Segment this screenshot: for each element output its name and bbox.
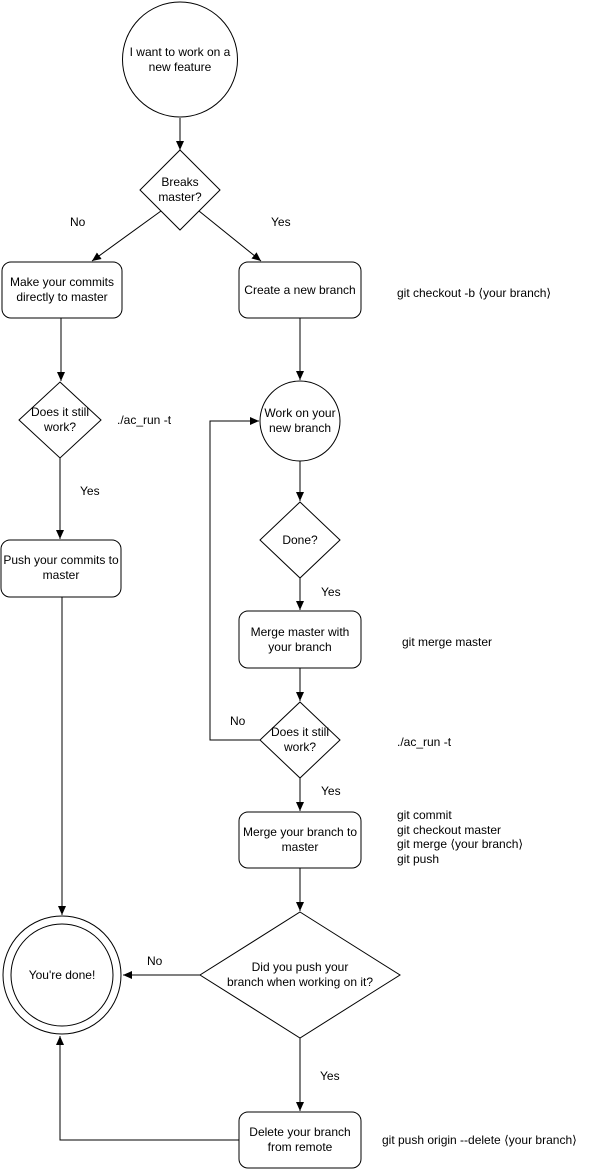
- edge-label-breaks-yes: Yes: [271, 215, 291, 229]
- edge-label-did-push-yes: Yes: [320, 1069, 340, 1083]
- delete-remote-branch-label: Delete your branch from remote: [249, 1125, 351, 1154]
- annotation-ac-run-mid: ./ac_run -t: [397, 735, 452, 749]
- decision-breaks-master-diamond: [140, 150, 220, 230]
- edge-breaks-yes-to-create: [199, 211, 261, 261]
- decision-did-you-push-label: Did you push your branch when working on…: [226, 960, 374, 989]
- merge-master-into-branch-label: Merge master with your branch: [250, 625, 350, 654]
- annotation-merge-to-master-cmds: git commit git checkout master git merge…: [397, 808, 524, 866]
- decision-done-label: Done?: [282, 532, 318, 547]
- edge-delete-loop-to-done: [56, 1036, 239, 1140]
- edge-label-still-work-left-yes: Yes: [80, 484, 100, 498]
- youre-done-label: You're done!: [28, 967, 96, 982]
- merge-branch-to-master-label: Merge your branch to master: [242, 825, 358, 854]
- edge-label-still-work-mid-yes: Yes: [321, 784, 341, 798]
- edge-label-did-push-no: No: [147, 954, 163, 968]
- work-on-branch-label: Work on your new branch: [264, 406, 336, 435]
- annotation-ac-run-left: ./ac_run -t: [117, 413, 172, 427]
- start-node-circle: [123, 2, 238, 117]
- start-node-label: I want to work on a new feature: [129, 45, 231, 74]
- decision-breaks-master-label: Breaks master?: [158, 175, 202, 204]
- edge-label-done-yes: Yes: [321, 585, 341, 599]
- create-branch-label: Create a new branch: [244, 282, 356, 297]
- decision-still-work-left-label: Does it still work?: [30, 405, 89, 434]
- annotation-delete-remote: git push origin --delete ⟨your branch⟩: [382, 1133, 577, 1147]
- edge-label-still-work-mid-no: No: [230, 714, 246, 728]
- commit-to-master-box: [2, 262, 122, 318]
- push-commits-box: [1, 540, 121, 597]
- youre-done-inner-circle: [11, 924, 113, 1026]
- commit-to-master-label: Make your commits directly to master: [9, 275, 115, 304]
- push-commits-label: Push your commits to master: [3, 553, 119, 582]
- edge-label-breaks-no: No: [70, 215, 86, 229]
- edge-stillwork-no-loop-to-work: [210, 417, 260, 740]
- edge-breaks-no-to-commit: [92, 211, 161, 261]
- decision-still-work-mid-label: Does it still work?: [270, 725, 329, 754]
- annotation-merge-master: git merge master: [402, 635, 493, 649]
- annotation-checkout-branch: git checkout -b ⟨your branch⟩: [397, 286, 552, 300]
